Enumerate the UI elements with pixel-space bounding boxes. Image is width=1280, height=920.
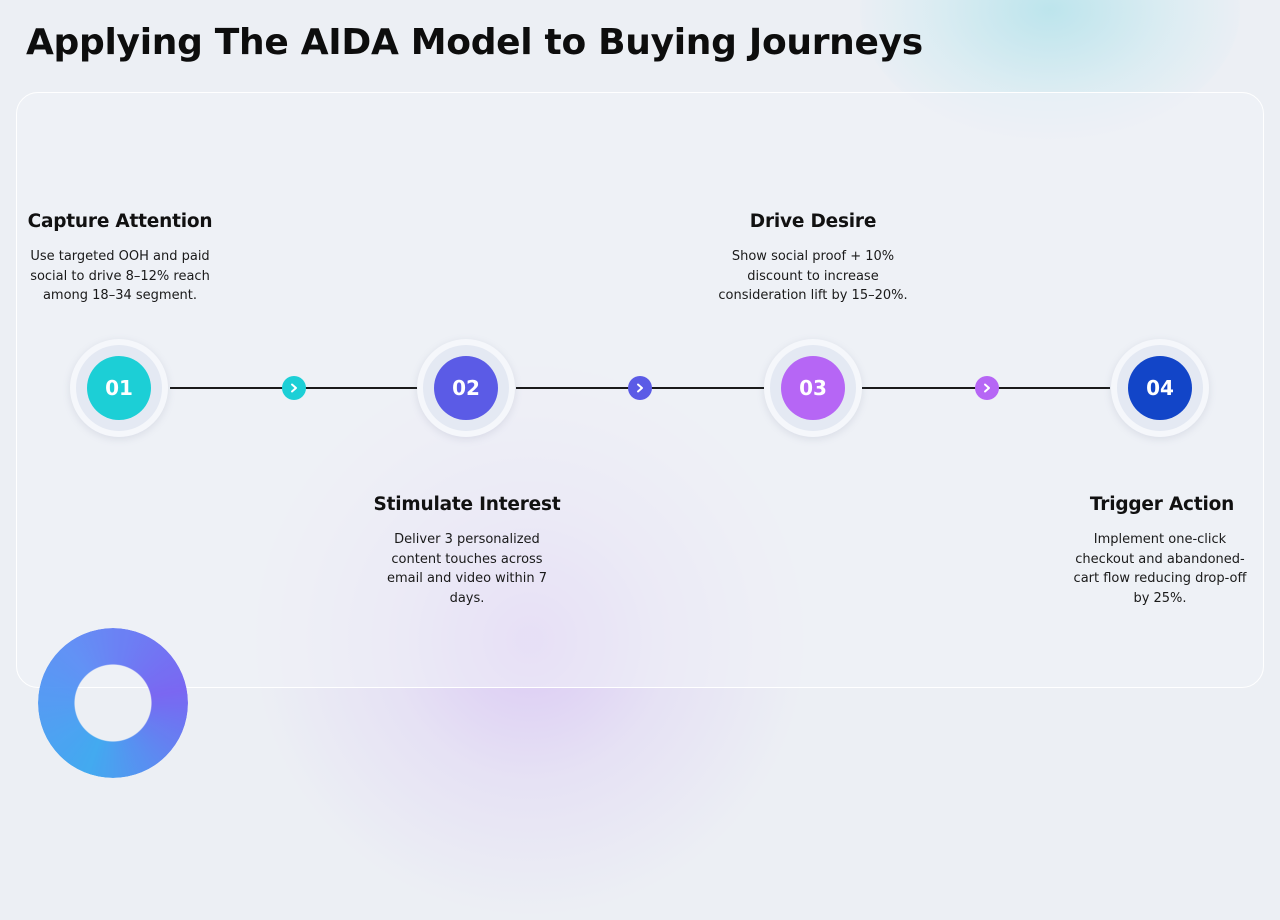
- chevron-right-icon: [291, 383, 297, 393]
- step-node-1: 01: [70, 339, 168, 437]
- step-node-ring: 04: [1117, 345, 1203, 431]
- connector-arrow-1: [282, 376, 306, 400]
- step-node-ring: 03: [770, 345, 856, 431]
- step-description-interest: Deliver 3 personalized content touches a…: [386, 532, 548, 606]
- step-title-action: Trigger Action: [1089, 494, 1235, 515]
- step-number-badge: 01: [87, 356, 151, 420]
- step-description-attention: Use targeted OOH and paid social to driv…: [30, 249, 210, 303]
- step-node-ring: 02: [423, 345, 509, 431]
- step-node-3: 03: [764, 339, 862, 437]
- step-node-ring: 01: [76, 345, 162, 431]
- step-title-attention: Capture Attention: [27, 211, 213, 232]
- chevron-right-icon: [637, 383, 643, 393]
- step-node-4: 04: [1111, 339, 1209, 437]
- step-number-badge: 03: [781, 356, 845, 420]
- step-node-2: 02: [417, 339, 515, 437]
- step-title-desire: Drive Desire: [749, 211, 877, 232]
- step-description-desire: Show social proof + 10% discount to incr…: [718, 249, 908, 303]
- step-title-interest: Stimulate Interest: [373, 494, 561, 515]
- chevron-right-icon: [984, 383, 990, 393]
- step-description-action: Implement one-click checkout and abandon…: [1073, 532, 1247, 606]
- step-number-badge: 04: [1128, 356, 1192, 420]
- page-title: Applying The AIDA Model to Buying Journe…: [26, 22, 923, 63]
- connector-arrow-2: [628, 376, 652, 400]
- connector-arrow-3: [975, 376, 999, 400]
- decorative-ring: [38, 628, 188, 778]
- step-number-badge: 02: [434, 356, 498, 420]
